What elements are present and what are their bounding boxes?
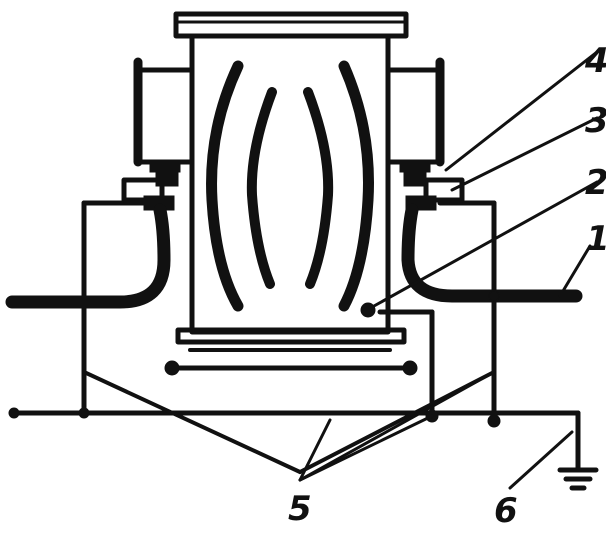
label-2: 2 <box>585 163 606 203</box>
label-1: 1 <box>586 219 606 259</box>
right-cable <box>401 203 583 303</box>
label-4: 4 <box>584 41 606 81</box>
ground-symbol <box>557 410 599 491</box>
label-5: 5 <box>288 489 312 529</box>
grounding-pin <box>360 302 376 318</box>
label-6: 6 <box>494 491 518 531</box>
housing-frame <box>81 200 497 474</box>
winding-shapes <box>206 60 374 312</box>
label-3: 3 <box>585 101 606 141</box>
left-cable <box>5 203 171 309</box>
leader-lines <box>298 50 599 490</box>
left-clamp <box>121 57 195 211</box>
right-clamp <box>385 57 465 211</box>
insulator-body <box>164 11 418 376</box>
